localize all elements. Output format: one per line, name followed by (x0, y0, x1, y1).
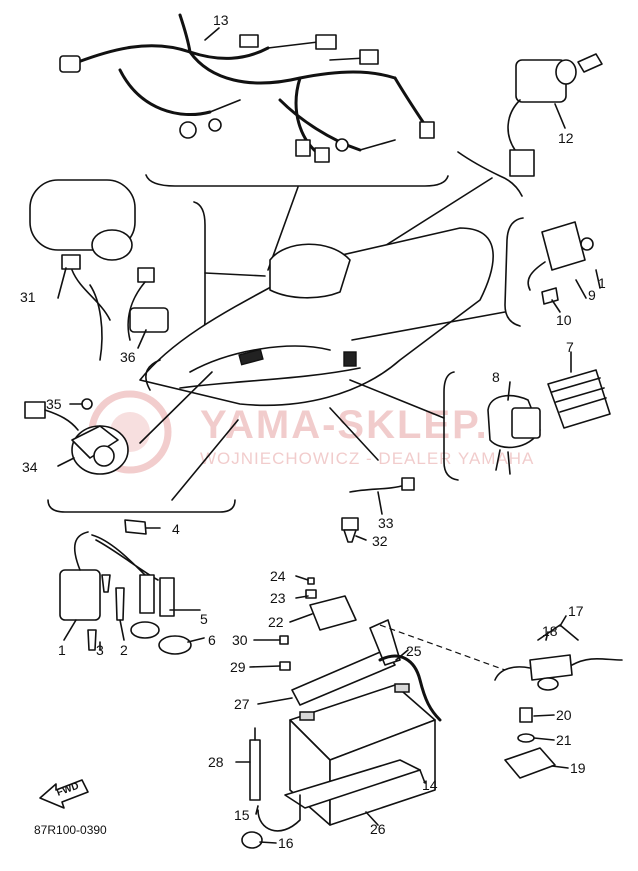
callout-34: 34 (22, 459, 38, 475)
callout-30: 30 (232, 632, 248, 648)
callout-6: 6 (208, 632, 216, 648)
fuse-holder (494, 654, 623, 691)
battery-band (241, 727, 301, 849)
switch-assembly (61, 254, 169, 361)
callout-1-coil: 1 (58, 642, 66, 658)
callout-23: 23 (270, 590, 286, 606)
fuse-dash-line (379, 624, 506, 671)
callout-28: 28 (208, 754, 224, 770)
right-bracket (504, 217, 524, 327)
callout-32: 32 (372, 533, 388, 549)
callout-22: 22 (268, 614, 284, 630)
callout-35: 35 (46, 396, 62, 412)
callout-36: 36 (120, 349, 136, 365)
callout-numbers: 13 12 1 9 10 31 36 7 8 35 34 33 32 4 5 6… (20, 12, 606, 851)
callout-1-regulator: 1 (598, 275, 606, 291)
callout-10: 10 (556, 312, 572, 328)
watermark-subtitle: WOJNIECHOWICZ - DEALER YAMAHA (200, 449, 534, 468)
callout-27: 27 (234, 696, 250, 712)
callout-8: 8 (492, 369, 500, 385)
callout-16: 16 (278, 835, 294, 851)
callout-13: 13 (213, 12, 229, 28)
callout-4: 4 (172, 521, 180, 537)
callout-14: 14 (422, 777, 438, 793)
relay-leader (139, 371, 213, 444)
coil-leader (171, 419, 239, 501)
cdi-unit (487, 369, 611, 475)
callout-20: 20 (556, 707, 572, 723)
callout-9: 9 (588, 287, 596, 303)
voltage-regulator (527, 221, 594, 305)
callout-29: 29 (230, 659, 246, 675)
callout-leaders (57, 27, 601, 844)
watermark-brand: YAMA-SKLEP.PL (200, 403, 544, 447)
coil-bracket (47, 499, 236, 513)
starter-relay (279, 577, 357, 671)
battery-bracket (291, 619, 401, 706)
grip-heater (29, 179, 136, 261)
thermo-sensor (341, 477, 415, 543)
left-leader (204, 272, 266, 277)
callout-18: 18 (542, 623, 558, 639)
callout-24: 24 (270, 568, 286, 584)
callout-33: 33 (378, 515, 394, 531)
callout-17: 17 (568, 603, 584, 619)
right-leader (351, 311, 506, 341)
callout-3: 3 (96, 642, 104, 658)
cdi-bracket (443, 371, 459, 481)
callout-26: 26 (370, 821, 386, 837)
callout-5: 5 (200, 611, 208, 627)
left-bracket (193, 201, 206, 341)
callout-31: 31 (20, 289, 36, 305)
starter-relay-left (24, 398, 129, 475)
main-switch (507, 53, 603, 177)
ignition-coil (59, 519, 192, 655)
callout-7: 7 (566, 339, 574, 355)
sensor-leader (329, 407, 379, 461)
callout-25: 25 (406, 643, 422, 659)
callout-15: 15 (234, 807, 250, 823)
callout-19: 19 (570, 760, 586, 776)
callout-2: 2 (120, 642, 128, 658)
battery-cable (378, 654, 442, 722)
snowmobile-body (139, 227, 494, 407)
watermark: YAMA-SKLEP.PL WOJNIECHOWICZ - DEALER YAM… (88, 390, 544, 474)
switch-bracket (457, 151, 523, 197)
rectifier (504, 707, 556, 779)
callout-21: 21 (556, 732, 572, 748)
fwd-arrow: FWD (39, 779, 89, 809)
wire-harness (59, 13, 435, 163)
cdi-leader (349, 379, 445, 419)
diagram-code: 87R100-0390 (34, 823, 107, 837)
harness-bracket (145, 174, 449, 187)
callout-12: 12 (558, 130, 574, 146)
